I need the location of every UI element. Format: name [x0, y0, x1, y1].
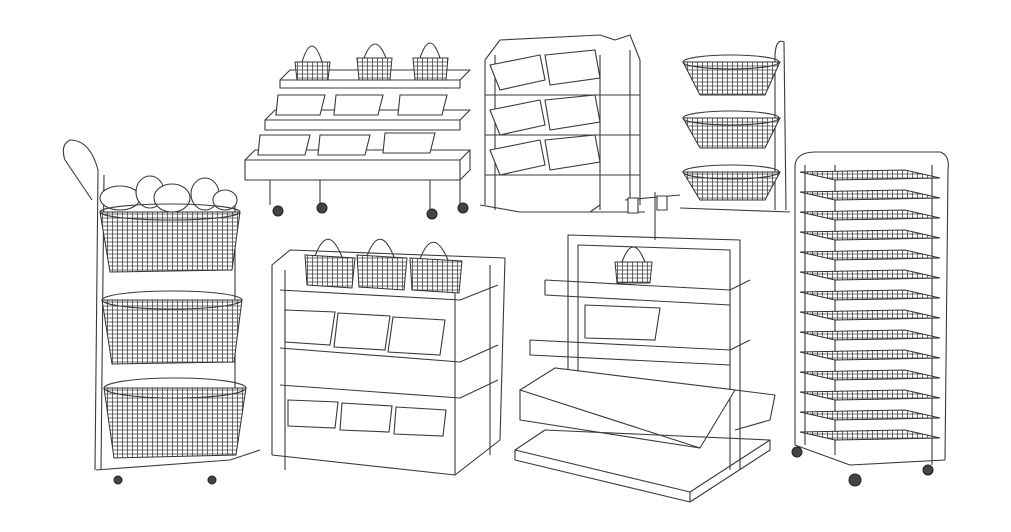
- bread-loaves: [99, 175, 238, 213]
- basket-bottom: [103, 387, 247, 459]
- trays: [799, 169, 941, 441]
- tray: [799, 389, 941, 401]
- tray: [799, 269, 941, 281]
- bakery-rack: [791, 151, 949, 487]
- tray: [799, 169, 941, 181]
- bins: [489, 49, 601, 176]
- tray: [799, 329, 941, 341]
- tray: [799, 189, 941, 201]
- tray: [799, 429, 941, 441]
- bottom-bin: [518, 367, 736, 449]
- tray: [799, 309, 941, 321]
- middle-crate: [584, 304, 661, 341]
- small-baskets: [294, 42, 449, 81]
- tray: [799, 369, 941, 381]
- tray: [799, 289, 941, 301]
- tray: [799, 209, 941, 221]
- basket-middle: [101, 299, 243, 365]
- tray: [799, 229, 941, 241]
- tray: [799, 409, 941, 421]
- bin-rack: [479, 34, 645, 213]
- shelf-baskets: [304, 238, 463, 294]
- basket-top: [99, 211, 241, 273]
- crates: [257, 94, 448, 156]
- tray: [799, 249, 941, 261]
- basket-shelf: [271, 238, 506, 476]
- small-basket: [614, 261, 653, 284]
- tiered-table: [244, 42, 471, 220]
- tray: [799, 349, 941, 361]
- shelf-crates: [284, 309, 447, 437]
- basket-cart: [62, 139, 261, 485]
- display-stand: [514, 192, 776, 503]
- round-basket-stand: [679, 40, 791, 213]
